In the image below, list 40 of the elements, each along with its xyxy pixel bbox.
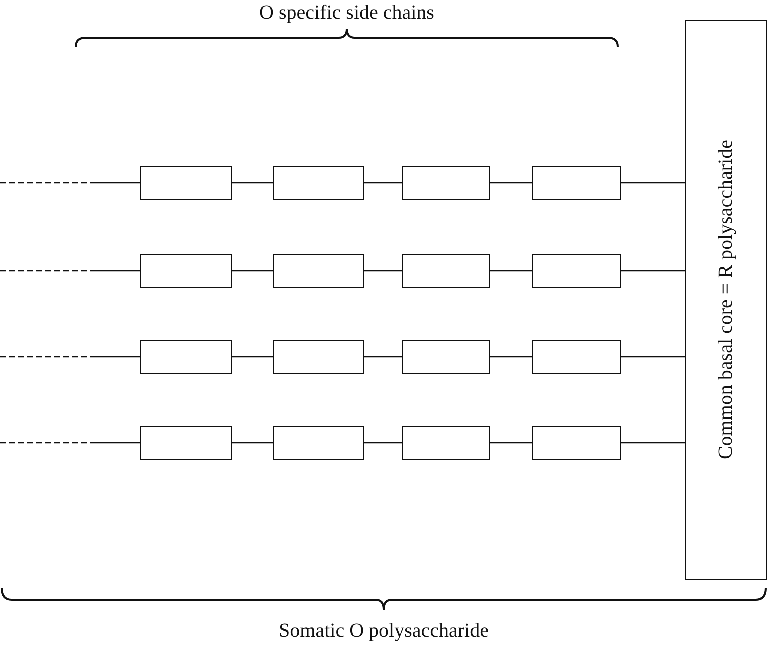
connector-line (364, 356, 402, 358)
connector-line (0, 182, 140, 184)
connector-line (364, 442, 402, 444)
connector-line (621, 270, 685, 272)
sugar-unit-box (140, 340, 232, 374)
connector-line (364, 182, 402, 184)
core-label: Common basal core = R polysaccharide (714, 140, 738, 460)
sugar-unit-box (273, 426, 364, 460)
connector-line (490, 356, 532, 358)
sugar-unit-box (273, 340, 364, 374)
connector-line (621, 442, 685, 444)
connector-line (0, 270, 140, 272)
sugar-unit-box (273, 254, 364, 288)
connector-line (490, 442, 532, 444)
sugar-unit-box (140, 426, 232, 460)
connector-line (490, 182, 532, 184)
connector-line (621, 182, 685, 184)
sugar-unit-box (532, 254, 621, 288)
connector-line (232, 356, 273, 358)
connector-line (364, 270, 402, 272)
connector-line (0, 356, 140, 358)
sugar-unit-box (402, 254, 490, 288)
sugar-unit-box (402, 340, 490, 374)
connector-line (621, 356, 685, 358)
connector-line (490, 270, 532, 272)
connector-line (0, 442, 140, 444)
sugar-unit-box (532, 426, 621, 460)
sugar-unit-box (273, 166, 364, 200)
connector-line (232, 442, 273, 444)
connector-line (232, 270, 273, 272)
bracket-label: Somatic O polysaccharide (279, 620, 489, 643)
sugar-unit-box (402, 426, 490, 460)
sugar-unit-box (140, 254, 232, 288)
sugar-unit-box (532, 340, 621, 374)
bracket-label: O specific side chains (260, 2, 434, 25)
sugar-unit-box (140, 166, 232, 200)
core-box (685, 20, 767, 580)
sugar-unit-box (402, 166, 490, 200)
sugar-unit-box (532, 166, 621, 200)
connector-line (232, 182, 273, 184)
